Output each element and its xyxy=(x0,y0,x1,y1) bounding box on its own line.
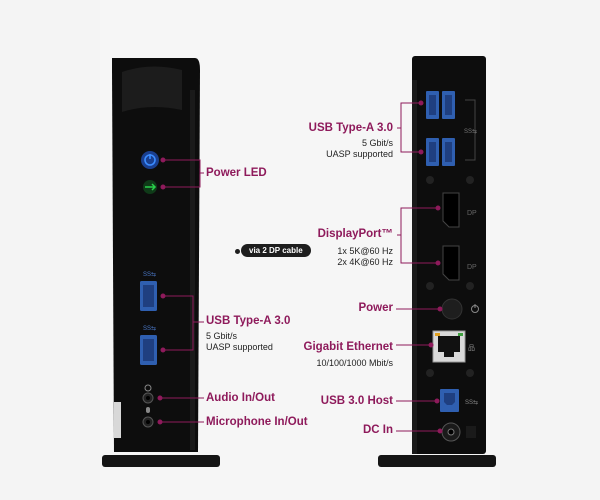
screw-hole xyxy=(426,369,434,377)
left-callout-lines xyxy=(157,157,204,425)
side-label-sticker xyxy=(114,402,121,438)
front-dock-edge xyxy=(190,90,195,450)
label-usb-host: USB 3.0 Host xyxy=(320,395,393,407)
dp-resolution-2: 2x 4K@60 Hz xyxy=(337,257,393,267)
ss-usb-icon: SS⇆ xyxy=(143,325,156,332)
screw-hole xyxy=(466,282,474,290)
front-dock-glossy-top xyxy=(122,66,182,112)
rear-view-dock: SS⇆ DP DP 品 SS⇆ xyxy=(378,56,496,467)
screw-hole xyxy=(466,369,474,377)
screw-hole xyxy=(426,282,434,290)
front-usb-a-uasp: UASP supported xyxy=(206,342,273,352)
label-power: Power xyxy=(358,302,393,314)
label-audio: Audio In/Out xyxy=(206,392,275,404)
rear-usb-a-speed: 5 Gbit/s xyxy=(361,138,393,148)
label-ethernet: Gigabit Ethernet xyxy=(303,341,393,353)
front-view-dock: SS⇆ SS⇆ xyxy=(102,58,220,467)
label-dc-in: DC In xyxy=(362,424,393,436)
label-front-usb-a: USB Type-A 3.0 xyxy=(206,315,291,327)
usb-led-icon xyxy=(145,183,157,191)
network-icon: 品 xyxy=(468,344,475,352)
label-power-led: Power LED xyxy=(206,167,267,179)
ss-usb-icon: SS⇆ xyxy=(143,271,156,278)
front-dock-body xyxy=(112,58,200,452)
microphone-icon xyxy=(146,407,150,413)
dp-cable-note-badge: via 2 DP cable xyxy=(235,244,311,257)
usb-host-icon: SS⇆ xyxy=(465,399,478,406)
screw-hole xyxy=(466,176,474,184)
dp-port-label-1: DP xyxy=(467,210,477,217)
displayport-2 xyxy=(442,245,460,281)
dp-resolution-1: 1x 5K@60 Hz xyxy=(337,246,393,256)
ethernet-speed: 10/100/1000 Mbit/s xyxy=(316,358,393,368)
displayport-1 xyxy=(442,192,460,228)
front-dock-stand xyxy=(102,455,220,467)
ss-usb-icon: SS⇆ xyxy=(464,128,477,135)
rear-dock-stand xyxy=(378,455,496,467)
label-rear-usb-a: USB Type-A 3.0 xyxy=(308,122,393,134)
dc-polarity-icon xyxy=(466,426,476,438)
rear-power-button xyxy=(441,298,463,320)
front-usb-a-speed: 5 Gbit/s xyxy=(206,331,238,341)
label-microphone: Microphone In/Out xyxy=(206,416,308,428)
label-displayport: DisplayPort™ xyxy=(317,228,393,240)
rear-usb-a-uasp: UASP supported xyxy=(326,149,393,159)
headphone-icon xyxy=(144,384,152,392)
right-callout-lines xyxy=(396,100,443,434)
dp-port-label-2: DP xyxy=(467,264,477,271)
front-power-button xyxy=(141,151,159,169)
screw-hole xyxy=(426,176,434,184)
